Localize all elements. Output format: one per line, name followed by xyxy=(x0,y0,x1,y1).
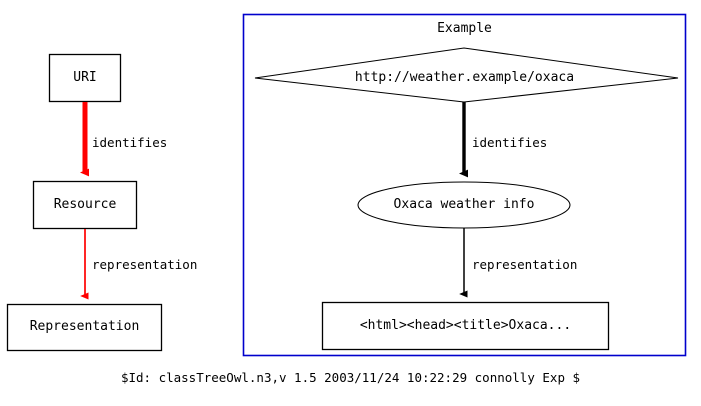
node-representation-label: Representation xyxy=(29,319,140,334)
node-uri-label: URI xyxy=(73,70,97,85)
node-representation-shape[interactable] xyxy=(6,303,163,352)
node-info-label: Oxaca weather info xyxy=(393,197,535,212)
example-panel-title: Example xyxy=(437,21,492,36)
edge-label-identifies-abstract: identifies xyxy=(92,135,168,150)
node-resource-shape[interactable] xyxy=(32,180,138,230)
node-resource-label: Resource xyxy=(53,197,117,212)
edge-label-identifies-example: identifies xyxy=(472,135,548,150)
node-uri-shape[interactable] xyxy=(48,53,122,103)
node-url-diamond-shape[interactable] xyxy=(254,47,679,103)
node-html-box-shape[interactable] xyxy=(321,301,610,351)
node-url-label: http://weather.example/oxaca xyxy=(354,70,575,85)
node-html-label: <html><head><title>Oxaca... xyxy=(359,318,572,333)
revision-caption: $Id: classTreeOwl.n3,v 1.5 2003/11/24 10… xyxy=(120,370,581,385)
edge-label-representation-example: representation xyxy=(472,257,578,272)
edge-label-representation-abstract: representation xyxy=(92,257,198,272)
